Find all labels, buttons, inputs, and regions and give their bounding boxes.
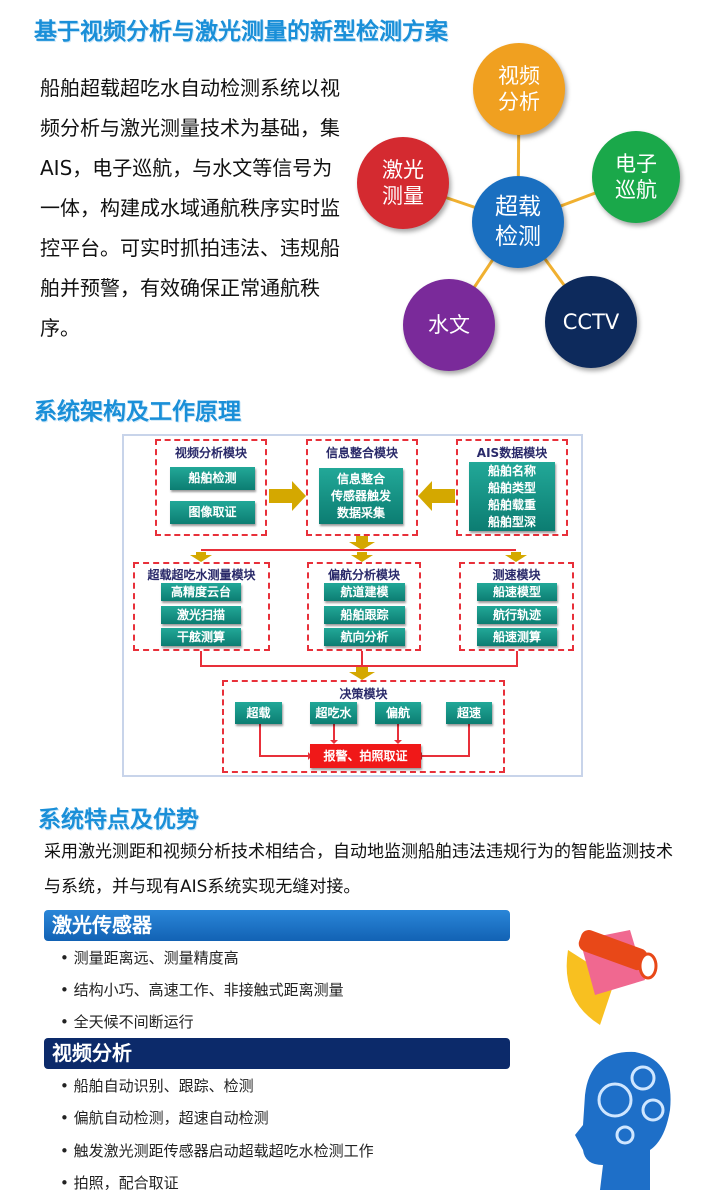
module-video: 视频分析模块 (155, 439, 267, 536)
node-laser: 激光测量 (357, 137, 449, 229)
module-title: 测速模块 (492, 568, 541, 582)
node-e-patrol: 电子巡航 (592, 131, 680, 223)
module-title: AIS数据模块 (476, 446, 548, 460)
arrow-down-icon (351, 552, 373, 562)
bullet-item: 全天候不间断运行 (60, 1011, 194, 1032)
arrow-down-icon (349, 536, 375, 550)
box-channel-model: 航道建模 (324, 583, 405, 601)
arrow-down-icon (505, 552, 527, 562)
box-overdraft: 超吃水 (310, 702, 357, 724)
box-ship-track: 船舶跟踪 (324, 606, 405, 624)
laser-sensor-header: 激光传感器 (44, 910, 510, 941)
module-decision: 决策模块 (222, 680, 505, 773)
bullet-item: 测量距离远、测量精度高 (60, 947, 239, 968)
section-title-solution: 基于视频分析与激光测量的新型检测方案 (34, 19, 448, 45)
box-laser-scan: 激光扫描 (161, 606, 241, 624)
module-yaw: 偏航分析模块 (307, 562, 421, 651)
module-ais: AIS数据模块 (456, 439, 568, 536)
box-overspeed: 超速 (446, 702, 492, 724)
section-title-architecture: 系统架构及工作原理 (34, 399, 241, 425)
item: 船舶载重 (487, 497, 536, 512)
module-title: 决策模块 (339, 687, 388, 701)
module-info: 信息整合模块 (306, 439, 418, 536)
item: 传感器触发 (330, 488, 391, 503)
item: 数据采集 (336, 505, 385, 520)
module-overload: 超载超吃水测量模块 (133, 562, 270, 651)
module-speed: 测速模块 (459, 562, 574, 651)
arrow-down-icon (190, 552, 212, 562)
node-hydrology: 水文 (403, 279, 495, 371)
arrow-left-icon (418, 481, 455, 511)
node-center-overload: 超载检测 (472, 176, 564, 268)
box-ptz: 高精度云台 (161, 583, 241, 601)
brain-gears-icon (575, 1051, 671, 1190)
laser-sensor-icon (566, 930, 658, 1025)
box-heading: 航向分析 (324, 628, 405, 646)
item: 船舶类型 (487, 480, 536, 495)
box-info-integration: 信息整合传感器触发数据采集 (319, 468, 403, 524)
module-title: 信息整合模块 (325, 446, 398, 460)
box-trajectory: 航行轨迹 (477, 606, 557, 624)
box-ais-data: 船舶名称船舶类型船舶载重船舶型深 (469, 462, 555, 531)
intro-paragraph: 船舶超载超吃水自动检测系统以视频分析与激光测量技术为基础，集AIS，电子巡航，与… (40, 76, 340, 340)
bullet-item: 船舶自动识别、跟踪、检测 (60, 1075, 254, 1096)
box-speed-model: 船速模型 (477, 583, 557, 601)
box-overload: 超载 (235, 702, 282, 724)
module-title: 视频分析模块 (174, 446, 247, 460)
item: 信息整合 (336, 471, 385, 486)
diagram-connectors (190, 481, 527, 760)
bullet-item: 偏航自动检测，超速自动检测 (60, 1107, 269, 1128)
architecture-diagram (122, 434, 583, 777)
node-cctv: CCTV (545, 276, 637, 368)
bullet-item: 结构小巧、高速工作、非接触式距离测量 (60, 979, 344, 1000)
arrow-down-icon (349, 667, 375, 680)
box-yaw: 偏航 (375, 702, 421, 724)
item: 船舶名称 (487, 463, 536, 478)
module-title: 偏航分析模块 (327, 568, 400, 582)
box-alarm: 报警、拍照取证 (310, 744, 421, 768)
box-ship-detect: 船舶检测 (170, 467, 255, 490)
box-image-evidence: 图像取证 (170, 501, 255, 524)
box-freeboard: 干舷测算 (161, 628, 241, 646)
module-title: 超载超吃水测量模块 (147, 568, 256, 582)
features-description: 采用激光测距和视频分析技术相结合，自动地监测船舶违法违规行为的智能监测技术与系统… (44, 842, 673, 897)
section-title-features: 系统特点及优势 (38, 807, 199, 833)
item: 船舶型深 (487, 514, 536, 529)
node-video-analysis: 视频分析 (473, 43, 565, 135)
bullet-item: 触发激光测距传感器启动超载超吃水检测工作 (60, 1140, 374, 1161)
arrow-right-icon (269, 481, 306, 511)
bullet-item: 拍照，配合取证 (60, 1172, 179, 1193)
box-speed-calc: 船速测算 (477, 628, 557, 646)
video-analysis-header: 视频分析 (44, 1038, 510, 1069)
